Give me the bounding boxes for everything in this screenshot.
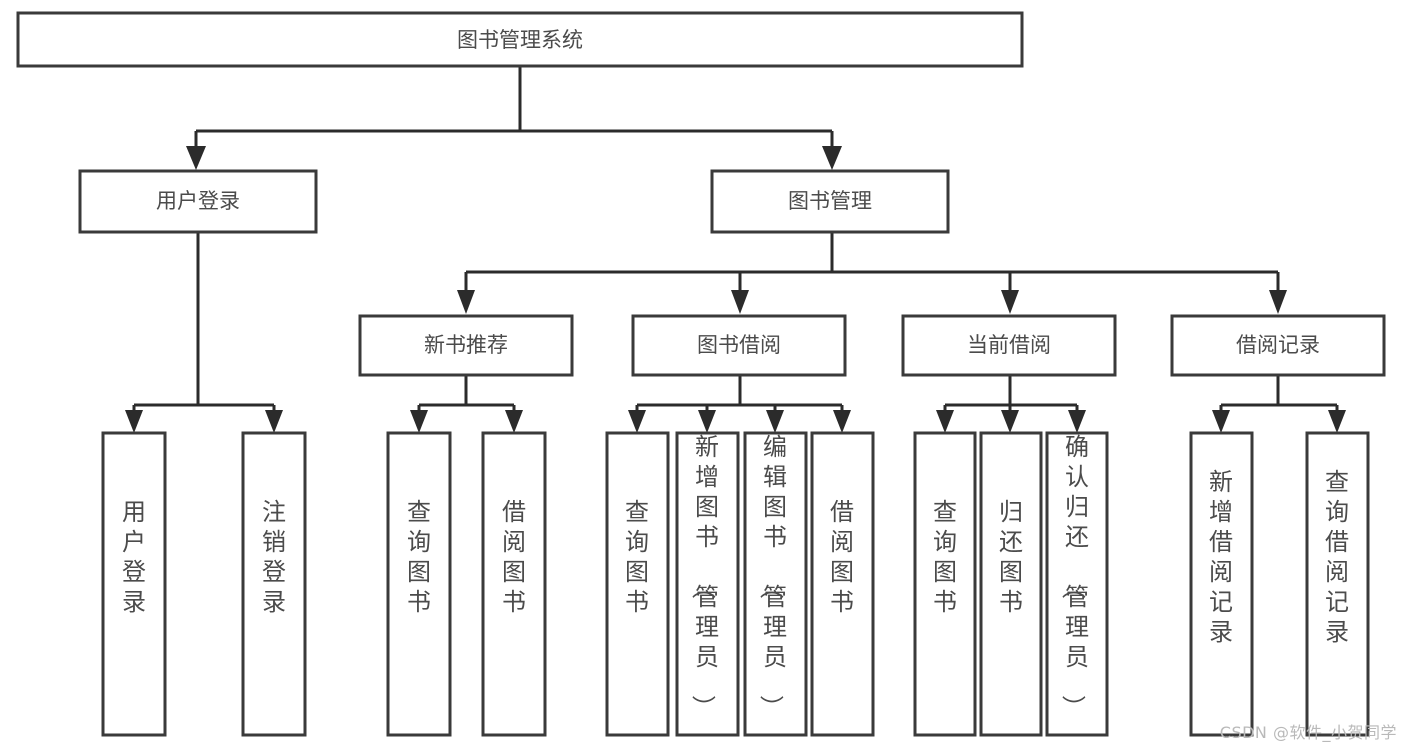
leaf-user-login-label: 用户登录 [122, 498, 146, 616]
leaf-confirm-return[interactable]: 确认归还（管理员） [1045, 431, 1109, 737]
leaf-query-book-2[interactable]: 查询图书 [605, 431, 670, 737]
leaf-query-record-label: 查询借阅记录 [1325, 468, 1349, 646]
node-book-management-label: 图书管理 [788, 189, 872, 213]
connector-bookborrow-to-leaves [628, 375, 851, 433]
node-book-borrow[interactable]: 图书借阅 [631, 314, 847, 377]
node-user-login-label: 用户登录 [156, 189, 240, 213]
leaf-query-book-1[interactable]: 查询图书 [386, 431, 452, 737]
leaf-logout-login[interactable]: 注销登录 [241, 431, 307, 737]
leaf-add-book[interactable]: 新增图书（管理员） [675, 431, 740, 737]
node-book-borrow-label: 图书借阅 [697, 333, 781, 357]
node-current-borrow-label: 当前借阅 [967, 333, 1051, 357]
leaf-logout-login-label: 注销登录 [262, 498, 286, 616]
node-borrow-record[interactable]: 借阅记录 [1170, 314, 1386, 377]
node-root-system-label: 图书管理系统 [457, 28, 583, 52]
leaf-add-record-label: 新增借阅记录 [1209, 468, 1233, 646]
leaf-borrow-book-1[interactable]: 借阅图书 [481, 431, 547, 737]
connector-bookmgmt-to-level3 [457, 232, 1287, 314]
leaf-user-login[interactable]: 用户登录 [101, 431, 167, 737]
leaf-return-book-label: 归还图书 [999, 498, 1023, 616]
node-current-borrow[interactable]: 当前借阅 [901, 314, 1117, 377]
node-root-system[interactable]: 图书管理系统 [16, 11, 1024, 68]
leaf-confirm-return-label: 确认归还（管理员） [1059, 433, 1089, 719]
leaf-edit-book[interactable]: 编辑图书（管理员） [743, 431, 808, 737]
connector-newbook-to-leaves [410, 375, 523, 433]
leaf-add-record[interactable]: 新增借阅记录 [1189, 431, 1254, 737]
connector-root-to-level2 [186, 66, 842, 170]
leaf-return-book[interactable]: 归还图书 [979, 431, 1043, 737]
leaf-borrow-book-2[interactable]: 借阅图书 [810, 431, 875, 737]
connector-userlogin-to-leaves [125, 232, 283, 433]
leaf-query-book-2-label: 查询图书 [625, 498, 649, 616]
connector-borrowrecord-to-leaves [1212, 375, 1346, 433]
node-user-login[interactable]: 用户登录 [78, 169, 318, 234]
leaf-query-book-3-label: 查询图书 [933, 498, 957, 616]
leaf-query-book-1-label: 查询图书 [407, 498, 431, 616]
leaf-query-record[interactable]: 查询借阅记录 [1305, 431, 1370, 737]
node-book-management[interactable]: 图书管理 [710, 169, 950, 234]
leaf-add-book-label: 新增图书（管理员） [689, 433, 719, 719]
node-new-book-recommend-label: 新书推荐 [424, 333, 508, 357]
connector-currentborrow-to-leaves [936, 375, 1086, 433]
leaf-edit-book-label: 编辑图书（管理员） [757, 433, 787, 719]
node-new-book-recommend[interactable]: 新书推荐 [358, 314, 574, 377]
node-borrow-record-label: 借阅记录 [1236, 333, 1320, 357]
leaf-query-book-3[interactable]: 查询图书 [913, 431, 977, 737]
leaf-borrow-book-2-label: 借阅图书 [830, 498, 854, 616]
leaf-borrow-book-1-label: 借阅图书 [502, 498, 526, 616]
